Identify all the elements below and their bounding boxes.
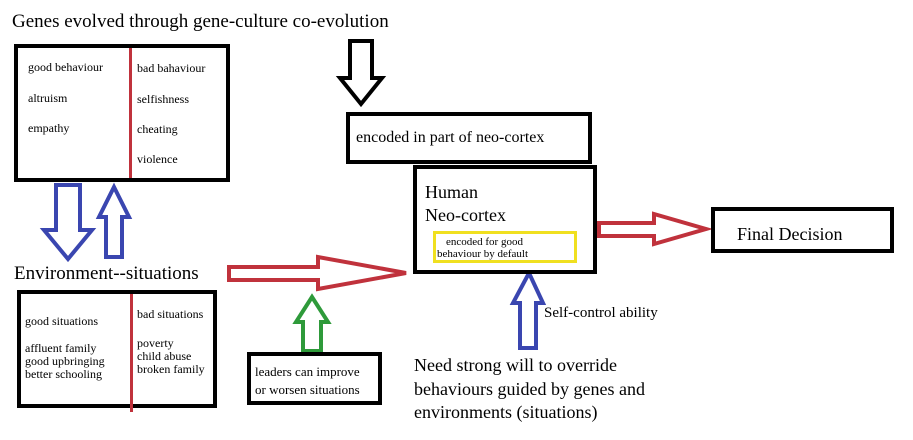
need-will-line1: Need strong will to override	[414, 355, 617, 375]
genes-divider	[129, 48, 132, 178]
final-decision-box: Final Decision	[711, 207, 894, 253]
env-good-item: better schooling	[25, 367, 102, 381]
neocortex-box: Human Neo-cortex encoded for good behavi…	[413, 165, 597, 274]
arrow-up-blue-selfcontrol	[509, 268, 547, 350]
env-bad-heading: bad situations	[137, 307, 204, 321]
env-bad-item: poverty	[137, 336, 174, 350]
diagram-title: Genes evolved through gene-culture co-ev…	[12, 11, 389, 32]
neocortex-line1: Human	[425, 182, 478, 202]
need-will-line2: behaviours guided by genes and	[414, 379, 645, 399]
arrow-right-red-env	[227, 254, 407, 292]
encoded-box: encoded in part of neo-cortex	[346, 112, 592, 164]
genes-good-item: good behaviour	[28, 60, 103, 74]
genes-bad-item: violence	[137, 152, 178, 166]
environment-label: Environment--situations	[14, 263, 199, 284]
need-will-line3: environments (situations)	[414, 402, 598, 422]
leaders-line2: or worsen situations	[255, 382, 360, 397]
neocortex-line2: Neo-cortex	[425, 205, 506, 225]
final-decision-label: Final Decision	[737, 224, 843, 244]
self-control-label: Self-control ability	[544, 305, 658, 321]
default-encoding-highlight: encoded for good behaviour by default	[433, 231, 577, 263]
encoded-label: encoded in part of neo-cortex	[356, 129, 545, 146]
env-good-item: good upbringing	[25, 354, 105, 368]
genes-good-item: altruism	[28, 91, 68, 105]
genes-bad-item: bad bahaviour	[137, 61, 206, 75]
env-good-heading: good situations	[25, 314, 99, 328]
highlight-line2: behaviour by default	[437, 248, 529, 260]
env-divider	[130, 294, 133, 412]
leaders-line1: leaders can improve	[255, 364, 360, 379]
env-good-item: affluent family	[25, 341, 97, 355]
arrow-down-blue	[39, 183, 97, 263]
arrow-right-red-final	[597, 211, 714, 247]
arrow-down-black	[335, 39, 387, 108]
genes-box: good behaviour altruism empathy bad baha…	[14, 44, 230, 182]
leaders-box: leaders can improve or worsen situations	[247, 352, 382, 405]
arrow-up-blue	[95, 182, 133, 259]
genes-bad-item: cheating	[137, 122, 178, 136]
environment-box: good situations affluent family good upb…	[17, 290, 217, 412]
env-bad-item: child abuse	[137, 349, 192, 363]
genes-bad-item: selfishness	[137, 92, 189, 106]
env-bad-item: broken family	[137, 362, 205, 376]
genes-good-item: empathy	[28, 121, 70, 135]
arrow-up-green	[292, 293, 332, 353]
highlight-line1: encoded for good	[446, 236, 523, 248]
